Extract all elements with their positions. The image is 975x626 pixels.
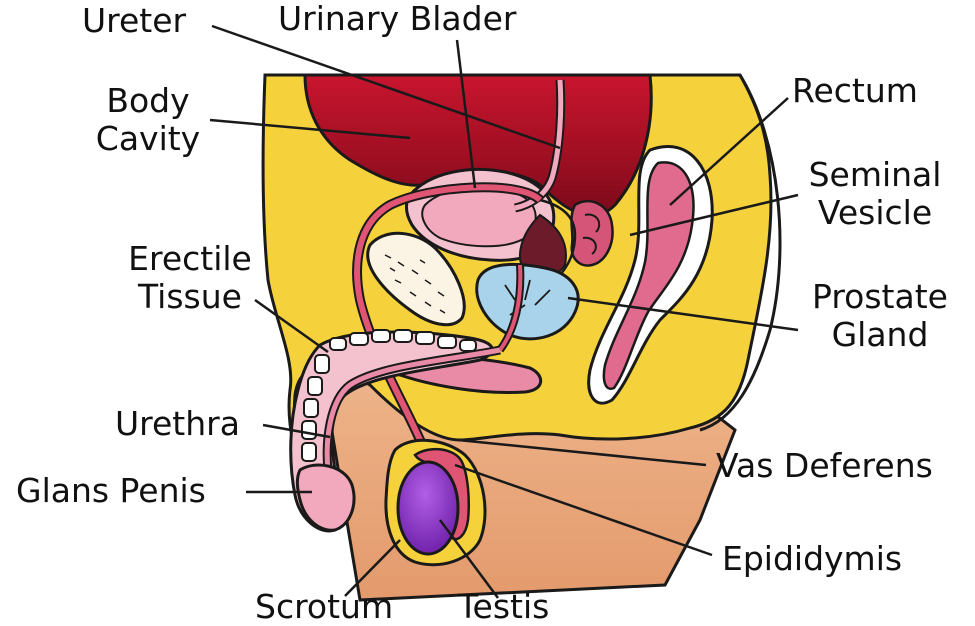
- label-seminal-vesicle-line2: Vesicle: [817, 193, 933, 232]
- label-body-cavity-line1: Body: [106, 81, 190, 120]
- label-body-cavity: Body Cavity: [78, 82, 218, 158]
- label-prostate-gland: Prostate Gland: [790, 278, 970, 354]
- back-contour: [699, 74, 782, 432]
- leader-vas-deferens: [457, 438, 707, 467]
- erectile-tissue-chambers: [301, 329, 477, 462]
- ureter-path-fill: [514, 79, 564, 211]
- leader-prostate-gland: [567, 296, 799, 332]
- label-erectile-tissue: Erectile Tissue: [105, 240, 275, 316]
- label-testis: Testis: [458, 587, 550, 626]
- prostate-gland: [475, 262, 580, 341]
- leader-rectum: [669, 97, 789, 206]
- leader-epididymis: [454, 463, 713, 557]
- label-urethra: Urethra: [115, 404, 240, 443]
- bone-texture: [384, 254, 446, 314]
- leader-erectile-tissue: [254, 298, 329, 354]
- label-prostate-gland-line2: Gland: [831, 315, 929, 354]
- leader-lines: [209, 24, 799, 599]
- label-glans-penis: Glans Penis: [16, 471, 206, 510]
- leader-ureter: [211, 24, 561, 150]
- label-epididymis: Epididymis: [722, 539, 903, 578]
- leader-seminal-vesicle: [629, 193, 799, 237]
- label-seminal-vesicle: Seminal Vesicle: [790, 156, 960, 232]
- label-scrotum: Scrotum: [255, 587, 394, 626]
- leader-testis: [438, 519, 500, 599]
- testis: [396, 460, 460, 556]
- label-ureter: Ureter: [82, 1, 187, 40]
- seminal-vesicle-folds: [582, 213, 601, 255]
- leader-scrotum: [344, 539, 401, 597]
- label-erectile-tissue-line2: Tissue: [138, 277, 242, 316]
- glans-penis: [295, 463, 356, 532]
- rectum-inner: [602, 161, 695, 390]
- leader-urinary-blader: [455, 39, 477, 189]
- label-rectum: Rectum: [792, 71, 918, 110]
- pubic-bone: [366, 231, 466, 327]
- leader-urethra: [262, 423, 331, 439]
- label-prostate-gland-line1: Prostate: [812, 277, 948, 316]
- seminal-vesicle: [570, 199, 614, 267]
- label-vas-deferens: Vas Deferens: [716, 446, 933, 485]
- label-erectile-tissue-line1: Erectile: [128, 239, 252, 278]
- bladder-lumen: [421, 186, 537, 248]
- penis-shaft: [289, 330, 494, 533]
- leader-body-cavity: [209, 118, 411, 140]
- label-urinary-blader: Urinary Blader: [278, 0, 517, 38]
- urethra-upper-fill: [498, 264, 523, 352]
- label-seminal-vesicle-line1: Seminal: [808, 155, 942, 194]
- prostate-texture: [504, 279, 551, 316]
- label-body-cavity-line2: Cavity: [95, 119, 201, 158]
